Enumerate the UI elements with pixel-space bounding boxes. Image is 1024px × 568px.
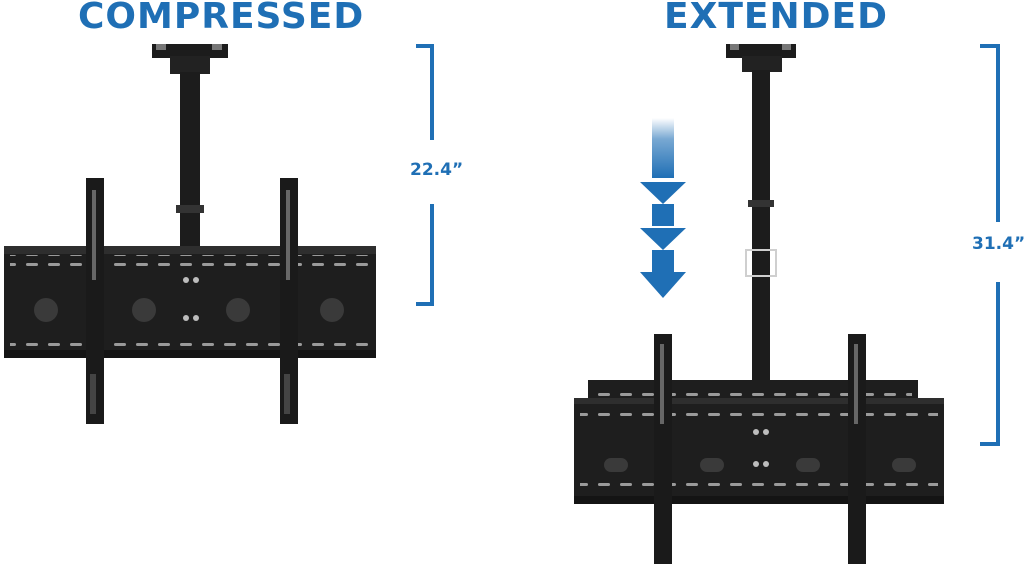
- extended-dimension-bracket: [980, 44, 1000, 446]
- extended-heading: EXTENDED: [664, 0, 888, 37]
- compressed-dimension-bracket: [416, 44, 434, 306]
- extended-mount: [574, 44, 944, 564]
- extended-height-label: 31.4”: [972, 234, 1024, 254]
- down-arrows-icon: [640, 118, 686, 298]
- compressed-height-label: 22.4”: [410, 160, 464, 180]
- compressed-mount: [4, 44, 376, 424]
- compressed-heading: COMPRESSED: [78, 0, 365, 37]
